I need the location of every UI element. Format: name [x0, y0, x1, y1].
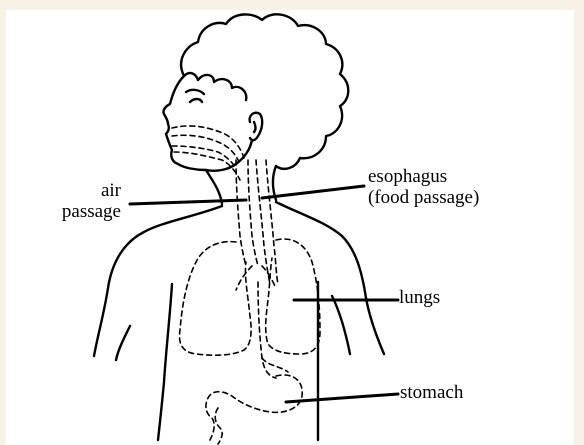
air-passage-leader — [130, 200, 246, 204]
right-arm-inner — [332, 296, 350, 354]
jaw-line — [206, 140, 252, 171]
ear-inner — [254, 122, 256, 132]
brow — [186, 90, 204, 94]
left-arm-inner — [116, 326, 130, 360]
esophagus-leader — [262, 186, 364, 198]
air-passage-label: air passage — [38, 180, 121, 222]
hair-fringe — [184, 73, 246, 100]
hair — [181, 14, 348, 168]
esophagus-label-line1: esophagus — [368, 166, 479, 187]
neck-front — [206, 170, 222, 204]
bronchus-left — [236, 266, 252, 290]
left-shoulder-arm — [94, 206, 222, 356]
stomach-label: stomach — [400, 382, 463, 403]
air-passage-label-line1: air — [38, 180, 121, 201]
stomach-inner — [262, 358, 288, 372]
eye — [190, 99, 202, 102]
torso-left — [158, 284, 172, 440]
air-passage-tube-back — [248, 160, 258, 266]
right-shoulder-arm — [276, 202, 384, 354]
esophagus-lower — [258, 282, 276, 378]
air-passage-label-line2: passage — [38, 201, 121, 222]
esophagus-label-line2: (food passage) — [368, 187, 479, 208]
esophagus-label: esophagus (food passage) — [368, 166, 479, 208]
right-lung — [266, 239, 320, 354]
lungs-label: lungs — [399, 287, 440, 308]
left-lung — [180, 242, 252, 356]
stomach-shape — [206, 375, 302, 440]
intestine-start — [215, 408, 222, 444]
